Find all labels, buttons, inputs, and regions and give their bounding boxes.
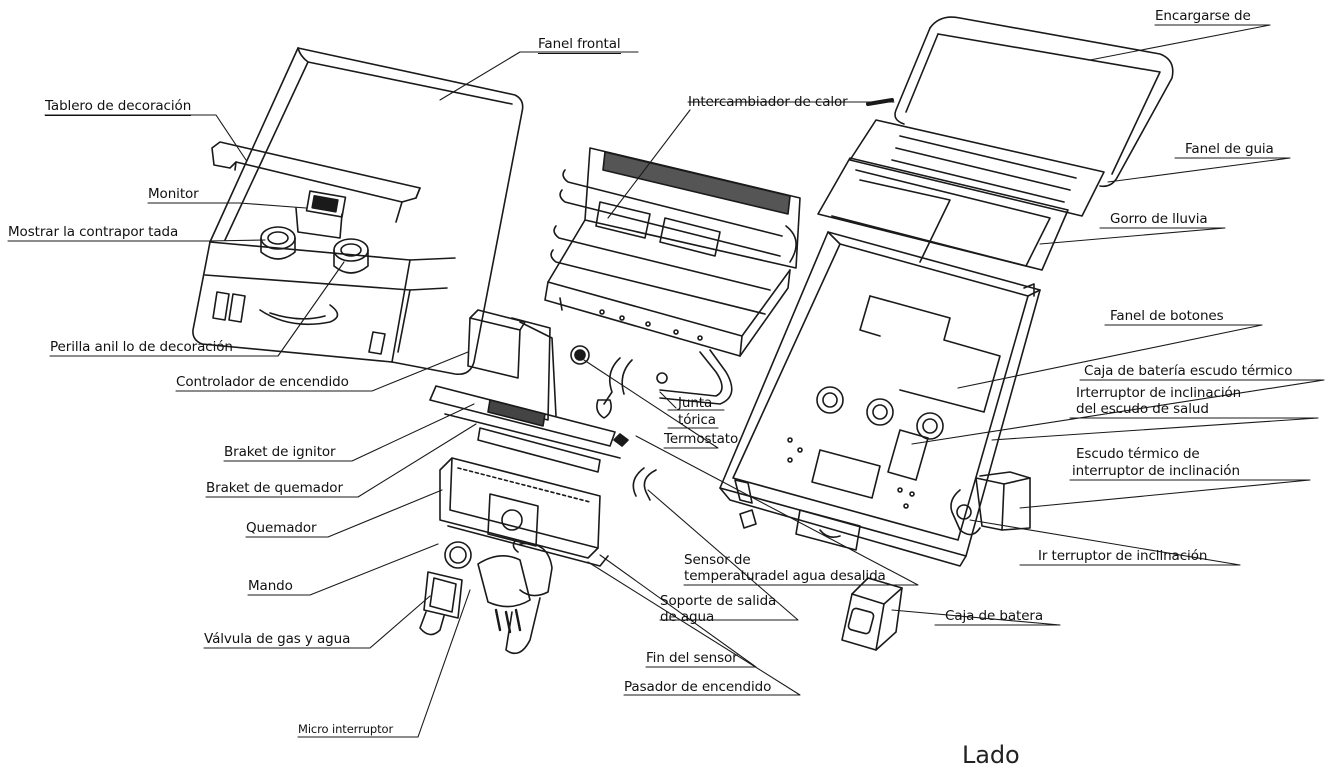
label-caja-batera: Caja de batera bbox=[945, 608, 1044, 624]
label-micro-interruptor: Micro interruptor bbox=[298, 722, 394, 736]
label-controlador-encendido: Controlador de encendido bbox=[176, 374, 349, 390]
label-soporte-salida-1: Soporte de salida bbox=[660, 593, 777, 609]
label-perilla-anillo: Perilla anil lo de decoración bbox=[50, 339, 233, 355]
label-monitor: Monitor bbox=[148, 186, 199, 202]
top-right-drawing bbox=[817, 16, 1174, 271]
label-panel-guia: Fanel de guia bbox=[1185, 141, 1274, 157]
label-interruptor-inclinacion: Ir terruptor de inclinación bbox=[1038, 548, 1208, 564]
label-tablero-decoracion: Tablero de decoración bbox=[45, 98, 192, 116]
label-intercambiador-calor: Intercambiador de calor bbox=[688, 94, 848, 110]
label-junta-torica-1: Junta bbox=[678, 395, 713, 411]
label-termostato: Termostato bbox=[664, 431, 739, 447]
label-braket-quemador: Braket de quemador bbox=[206, 480, 343, 496]
label-sensor-temperatura-1: Sensor de bbox=[684, 552, 751, 568]
label-sensor-temperatura-2: temperaturadel agua desalida bbox=[684, 568, 886, 584]
leader-lines bbox=[7, 24, 1325, 738]
front-panel-drawing bbox=[192, 47, 524, 376]
label-fin-sensor: Fin del sensor bbox=[646, 650, 738, 666]
label-interruptor-salud-2: del escudo de salud bbox=[1076, 401, 1209, 417]
label-quemador: Quemador bbox=[246, 520, 317, 536]
small-parts-drawing bbox=[570, 345, 668, 501]
battery-parts-drawing bbox=[841, 471, 1031, 651]
label-panel-frontal: Fanel frontal bbox=[538, 36, 621, 54]
label-mando: Mando bbox=[248, 578, 293, 594]
igniter-drawing bbox=[429, 309, 621, 473]
view-label-lado: Lado bbox=[962, 741, 1020, 768]
label-escudo-termico-1: Escudo térmico de bbox=[1076, 446, 1200, 462]
heat-exchanger-drawing bbox=[544, 98, 894, 405]
label-mostrar-contraportada: Mostrar la contrapor tada bbox=[8, 224, 179, 240]
back-case-drawing bbox=[719, 231, 1041, 567]
label-gorro-lluvia: Gorro de lluvia bbox=[1110, 211, 1208, 227]
label-braket-ignitor: Braket de ignitor bbox=[224, 444, 336, 460]
label-junta-torica-2: tórica bbox=[678, 412, 716, 428]
label-soporte-salida-2: de agua bbox=[660, 609, 715, 625]
label-interruptor-salud-1: Irterruptor de inclinación bbox=[1076, 385, 1242, 401]
label-panel-botones: Fanel de botones bbox=[1110, 308, 1224, 324]
label-caja-bateria-escudo: Caja de batería escudo térmico bbox=[1084, 363, 1293, 379]
label-encargarse-de: Encargarse de bbox=[1155, 8, 1251, 24]
label-valvula-gas-agua: Válvula de gas y agua bbox=[204, 631, 351, 647]
label-pasador-encendido: Pasador de encendido bbox=[624, 679, 772, 695]
label-escudo-termico-2: interruptor de inclinación bbox=[1072, 463, 1240, 479]
burner-drawing bbox=[419, 457, 609, 655]
